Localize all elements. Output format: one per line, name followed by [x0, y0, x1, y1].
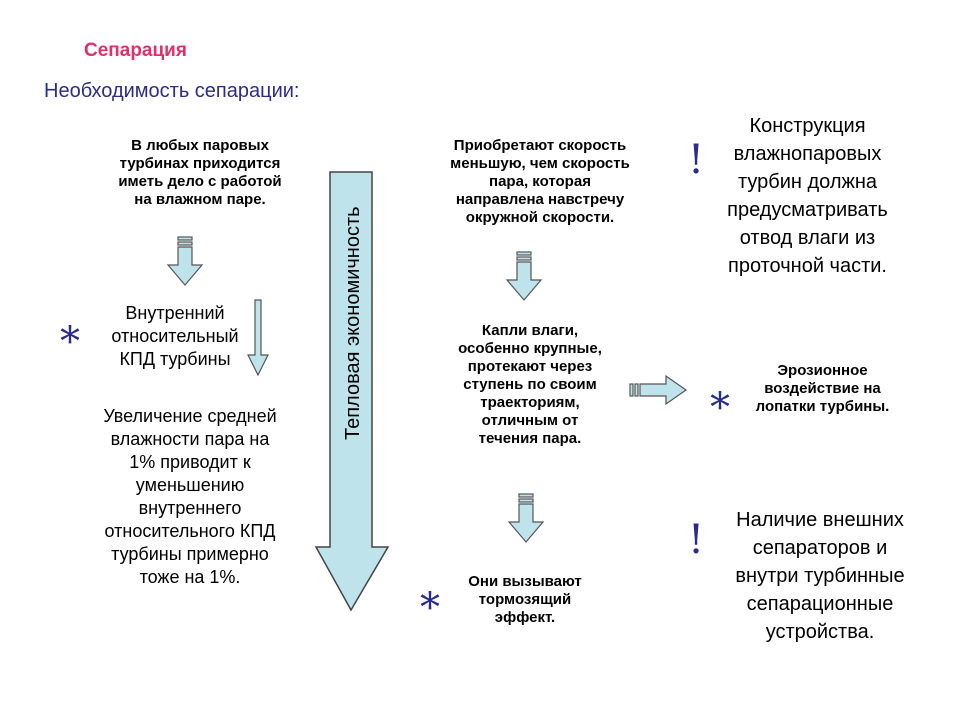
text-line: 1% приводит к: [129, 452, 251, 472]
text-line: отвод влаги из: [739, 227, 876, 249]
text-line: тоже на 1%.: [139, 567, 241, 587]
exclamation-icon: !: [688, 137, 705, 183]
down-arrow-center-2: [507, 493, 545, 543]
text-line: турбин должна: [737, 171, 878, 193]
text-line: Конструкция: [749, 115, 866, 137]
thermal-efficiency-label: Тепловая экономичность: [342, 206, 364, 440]
text-line: проточной части.: [727, 255, 887, 277]
text-line: траекториям,: [480, 394, 580, 411]
text-line: внутри турбинные: [735, 565, 905, 587]
text-line: воздействие на: [764, 380, 881, 397]
text-line: КПД турбины: [119, 349, 231, 369]
star-icon: *: [420, 585, 440, 631]
exclamation-icon: !: [688, 517, 705, 563]
text-line: лопатки турбины.: [755, 398, 890, 415]
text-line: ступень по своим: [463, 376, 597, 393]
text-line: особенно крупные,: [458, 340, 602, 357]
text-line: тормозящий: [478, 591, 572, 608]
text-line: на влажном паре.: [134, 191, 266, 208]
text-line: В любых паровых: [131, 137, 269, 154]
thermal-efficiency-arrow: [314, 171, 390, 612]
text-line: Капли влаги,: [481, 322, 579, 339]
text-line: Наличие внешних: [736, 509, 904, 531]
text-line: относительного КПД: [104, 521, 276, 541]
text-line: Они вызывают: [468, 573, 582, 590]
text-line: окружной скорости.: [465, 209, 615, 226]
text-line: сепарационные: [746, 593, 894, 615]
left-block-wet-steam: В любых паровых турбинах приходится имет…: [90, 137, 310, 209]
text-line: внутреннего: [138, 498, 242, 518]
text-line: сепараторов и: [752, 537, 888, 559]
text-line: направлена навстречу: [455, 191, 625, 208]
down-arrow-left-1: [166, 236, 204, 286]
center-block-braking: Они вызывают тормозящий эффект.: [440, 573, 610, 627]
text-line: Внутренний: [125, 303, 225, 323]
text-line: предусматривать: [727, 199, 888, 221]
down-arrow-left-2: [247, 299, 269, 377]
text-line: протекают через: [467, 358, 593, 375]
text-line: Эрозионное: [777, 362, 868, 379]
left-block-humidity: Увеличение средней влажности пара на 1% …: [70, 405, 310, 589]
text-line: течения пара.: [478, 430, 582, 447]
text-line: Приобретают скорость: [453, 137, 627, 154]
page-title: Сепарация: [84, 40, 187, 61]
right-block-separators: Наличие внешних сепараторов и внутри тур…: [710, 506, 930, 646]
text-line: меньшую, чем скорость: [450, 155, 630, 172]
text-line: влажности пара на: [110, 429, 270, 449]
star-icon: *: [60, 319, 80, 365]
text-line: пара, которая: [489, 173, 591, 190]
right-arrow: [629, 374, 688, 406]
text-line: эффект.: [494, 609, 556, 626]
text-line: Увеличение средней: [103, 406, 277, 426]
center-block-droplets: Капли влаги, особенно крупные, протекают…: [410, 322, 650, 448]
center-block-velocity: Приобретают скорость меньшую, чем скорос…: [415, 137, 665, 227]
down-arrow-center-1: [505, 251, 543, 301]
text-line: влажнопаровых: [733, 143, 882, 165]
text-line: иметь дело с работой: [118, 173, 282, 190]
right-block-erosion: Эрозионное воздействие на лопатки турбин…: [730, 362, 915, 416]
left-block-efficiency: Внутренний относительный КПД турбины: [95, 302, 255, 371]
text-line: турбины примерно: [111, 544, 269, 564]
text-line: турбинах приходится: [119, 155, 281, 172]
page-subtitle: Необходимость сепарации:: [44, 80, 300, 102]
text-line: относительный: [111, 326, 239, 346]
right-block-design: Конструкция влажнопаровых турбин должна …: [700, 112, 915, 280]
text-line: уменьшению: [135, 475, 245, 495]
text-line: устройства.: [765, 621, 875, 643]
star-icon: *: [710, 385, 730, 431]
text-line: отличным от: [481, 412, 579, 429]
